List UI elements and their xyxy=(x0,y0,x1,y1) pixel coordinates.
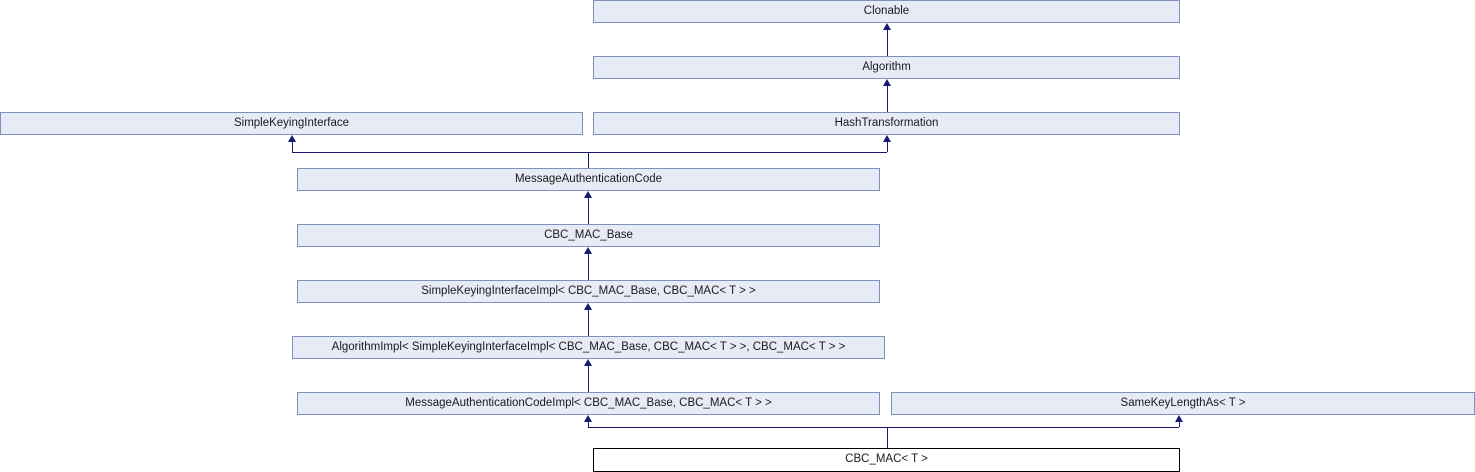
class-node-label: SameKeyLengthAs< T > xyxy=(1120,396,1246,409)
edge-skii-to-cbcmacbase xyxy=(588,252,589,280)
class-node-label: CBC_MAC_Base xyxy=(544,228,633,241)
class-node-label: MessageAuthenticationCodeImpl< CBC_MAC_B… xyxy=(405,396,772,409)
class-node-label: MessageAuthenticationCode xyxy=(514,172,663,185)
class-node-clonable[interactable]: Clonable xyxy=(593,0,1180,23)
edge-mac-to-hashtransformation-v xyxy=(887,140,888,152)
arrowhead-macimpl-to-algorithmimpl xyxy=(584,359,592,366)
class-node-algorithmimpl[interactable]: AlgorithmImpl< SimpleKeyingInterfaceImpl… xyxy=(292,336,885,359)
edge-hashtransformation-to-algorithm xyxy=(887,84,888,112)
class-node-messageauthenticationcodeimpl[interactable]: MessageAuthenticationCodeImpl< CBC_MAC_B… xyxy=(297,392,880,415)
class-node-label: CBC_MAC< T > xyxy=(845,453,928,466)
edge-cbcmacbase-to-mac xyxy=(588,196,589,224)
edge-cbcmac-to-macimpl-v xyxy=(588,420,589,427)
arrowhead-cbcmacbase-to-mac xyxy=(584,191,592,198)
edge-mac-to-hashtransformation-h xyxy=(588,152,887,153)
class-node-label: AlgorithmImpl< SimpleKeyingInterfaceImpl… xyxy=(331,340,846,353)
edge-algorithmimpl-to-skii xyxy=(588,308,589,336)
edge-mac-to-simplekeyinginterface-h xyxy=(292,152,588,153)
class-node-cbcmac[interactable]: CBC_MAC< T > xyxy=(593,448,1180,472)
class-node-label: Algorithm xyxy=(862,60,911,73)
class-node-hashtransformation[interactable]: HashTransformation xyxy=(593,112,1180,135)
class-node-simplekeyinginterfaceimpl[interactable]: SimpleKeyingInterfaceImpl< CBC_MAC_Base,… xyxy=(297,280,880,303)
class-node-label: SimpleKeyingInterfaceImpl< CBC_MAC_Base,… xyxy=(421,284,756,297)
arrowhead-algorithmimpl-to-skii xyxy=(584,303,592,310)
edge-algorithm-to-clonable xyxy=(887,28,888,56)
class-node-algorithm[interactable]: Algorithm xyxy=(593,56,1180,79)
class-node-simplekeyinginterface[interactable]: SimpleKeyingInterface xyxy=(0,112,583,135)
class-node-label: SimpleKeyingInterface xyxy=(233,116,350,129)
class-node-samekeylengthas[interactable]: SameKeyLengthAs< T > xyxy=(891,392,1475,415)
class-node-label: Clonable xyxy=(863,4,910,17)
edge-cbcmac-to-macimpl-h xyxy=(588,427,887,428)
arrowhead-hashtransformation-to-algorithm xyxy=(883,79,891,86)
arrowhead-mac-to-simplekeyinginterface xyxy=(288,135,296,142)
arrowhead-cbcmac-to-samekeylengthas xyxy=(1175,415,1183,422)
class-node-cbcmacbase[interactable]: CBC_MAC_Base xyxy=(297,224,880,247)
arrowhead-mac-to-hashtransformation xyxy=(883,135,891,142)
edge-cbcmac-to-macimpl-drop xyxy=(887,427,888,448)
edge-macimpl-to-algorithmimpl xyxy=(588,364,589,392)
edge-cbcmac-to-samekeylengthas-v xyxy=(1179,420,1180,427)
class-node-label: HashTransformation xyxy=(834,116,939,129)
arrowhead-algorithm-to-clonable xyxy=(883,23,891,30)
arrowhead-skii-to-cbcmacbase xyxy=(584,247,592,254)
class-node-messageauthenticationcode[interactable]: MessageAuthenticationCode xyxy=(297,168,880,191)
edge-mac-to-simplekeyinginterface-v xyxy=(292,140,293,152)
edge-mac-to-simplekeyinginterface-drop xyxy=(588,152,589,168)
arrowhead-cbcmac-to-macimpl xyxy=(584,415,592,422)
edge-cbcmac-to-samekeylengthas-h xyxy=(887,427,1179,428)
